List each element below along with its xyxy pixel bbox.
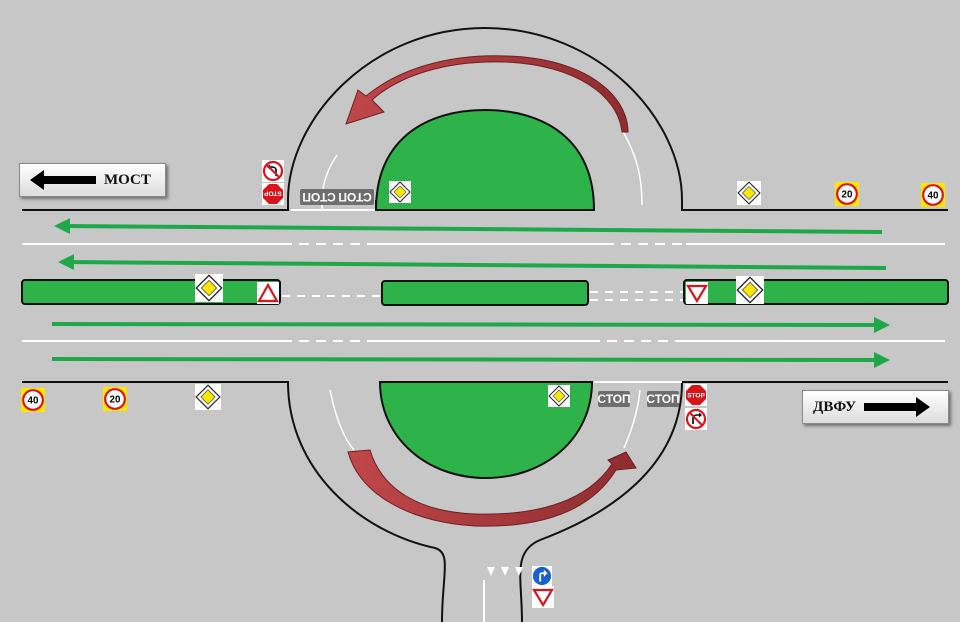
give-way-road-markings — [487, 567, 523, 576]
right-arrow-icon — [864, 397, 931, 417]
direction-label-right: ДВФУ — [813, 398, 857, 415]
bottom-island — [378, 381, 594, 480]
give-way-sign-icon — [686, 282, 708, 304]
priority-road-sign-icon — [195, 274, 223, 302]
stop-marking-top-2: СТОП — [338, 190, 371, 204]
stop-sign-label-bottom: STOP — [687, 393, 705, 400]
give-way-sign-icon — [532, 586, 554, 608]
priority-road-sign-icon — [548, 385, 570, 407]
stop-sign-icon: STOP — [685, 384, 707, 406]
lane-markings — [22, 129, 945, 622]
bottom-kerb — [22, 381, 446, 622]
priority-road-sign-icon — [389, 181, 411, 203]
speed-limit-label: 20 — [842, 189, 853, 200]
give-way-sign-icon — [257, 282, 279, 304]
speed-limit-sign-icon: 40 — [921, 183, 945, 207]
stop-sign-label-top: STOP — [264, 190, 282, 197]
bottom-kerb-right — [519, 381, 948, 622]
stop-marking-top-1: СТОП — [302, 190, 335, 204]
median-left — [21, 279, 281, 305]
left-arrow-icon — [30, 170, 96, 190]
stop-markings: СТОП СТОП СТОП СТОП — [300, 189, 680, 407]
top-island — [374, 108, 596, 211]
priority-road-sign-icon — [195, 384, 221, 410]
flow-arrows — [51, 218, 890, 368]
direction-sign-left: МОСТ — [19, 163, 166, 197]
circulation-arrow-bottom — [347, 449, 637, 527]
speed-limit-sign-icon: 20 — [835, 182, 859, 206]
no-u-turn-sign-icon — [685, 408, 707, 430]
median-right — [683, 279, 949, 305]
flow-arrow-west-1 — [54, 218, 883, 235]
speed-limit-label: 20 — [110, 394, 121, 405]
direction-sign-right: ДВФУ — [802, 390, 949, 424]
median-center — [381, 280, 589, 306]
speed-limit-label: 40 — [28, 395, 39, 406]
speed-limit-sign-icon: 20 — [103, 387, 127, 411]
speed-limit-label: 40 — [928, 190, 939, 201]
flow-arrow-east-2 — [51, 351, 890, 368]
direction-label-left: МОСТ — [104, 171, 151, 188]
circulation-arrows — [345, 55, 637, 527]
stop-marking-bottom-2: СТОП — [646, 392, 679, 406]
flow-arrow-west-2 — [58, 254, 887, 271]
priority-road-sign-icon — [737, 181, 761, 205]
stop-marking-bottom-1: СТОП — [597, 392, 630, 406]
road-edges — [22, 26, 948, 622]
top-kerb-left — [22, 26, 948, 211]
priority-road-sign-icon — [736, 276, 764, 304]
flow-arrow-east-1 — [51, 316, 890, 333]
stop-sign-icon: STOP — [262, 183, 284, 205]
no-left-turn-sign-icon — [262, 160, 284, 182]
circulation-arrow-top — [345, 55, 629, 133]
speed-limit-sign-icon: 40 — [21, 388, 45, 412]
turn-right-sign-icon — [532, 566, 552, 586]
